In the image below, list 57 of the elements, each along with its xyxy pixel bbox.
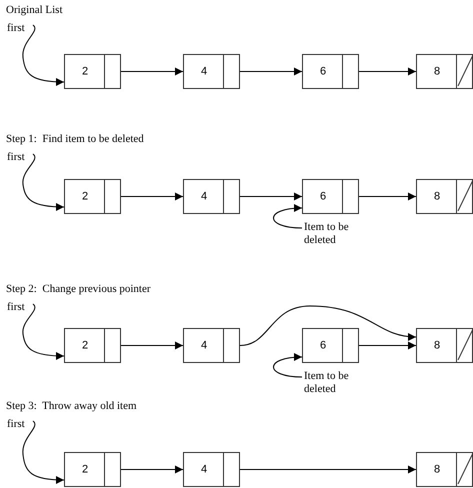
arrow xyxy=(120,192,184,200)
arrow xyxy=(120,466,184,474)
list-node xyxy=(302,328,359,363)
list-node xyxy=(183,54,240,89)
list-node xyxy=(183,328,240,363)
arrow xyxy=(120,342,184,350)
curved-arrow xyxy=(22,154,64,211)
list-node xyxy=(64,452,121,487)
arrow xyxy=(240,466,416,474)
step-heading: Step 2: Change previous pointer xyxy=(6,283,151,296)
node-value: 6 xyxy=(318,65,328,78)
node-value: 8 xyxy=(432,339,442,352)
node-value: 2 xyxy=(80,339,90,352)
arrow xyxy=(240,192,302,200)
arrow xyxy=(120,68,184,76)
pointer-label: first xyxy=(7,301,31,314)
list-node xyxy=(302,179,359,214)
list-node xyxy=(183,179,240,214)
list-node xyxy=(64,179,121,214)
callout-text: Item to be deleted xyxy=(304,370,368,396)
list-node xyxy=(183,452,240,487)
node-value: 4 xyxy=(200,65,208,78)
node-value: 8 xyxy=(432,463,442,476)
step-heading: Original List xyxy=(6,4,63,17)
list-node xyxy=(302,54,359,89)
node-value: 6 xyxy=(318,190,328,203)
list-node xyxy=(64,328,121,363)
curved-arrow xyxy=(22,24,64,86)
list-node xyxy=(416,179,473,214)
node-value: 4 xyxy=(200,463,208,476)
list-node xyxy=(416,452,473,487)
node-value: 6 xyxy=(318,339,328,352)
node-value: 8 xyxy=(432,65,442,78)
node-value: 2 xyxy=(80,65,90,78)
step-heading: Step 3: Throw away old item xyxy=(6,400,137,413)
curved-arrow xyxy=(22,420,64,484)
curved-arrow xyxy=(273,204,302,228)
arrow xyxy=(358,192,416,200)
pointer-label: first xyxy=(7,151,31,164)
arrow xyxy=(358,342,416,350)
list-node xyxy=(416,54,473,89)
pointer-label: first xyxy=(7,22,31,35)
list-node xyxy=(64,54,121,89)
pointer-label: first xyxy=(7,418,31,431)
curved-arrow xyxy=(273,353,302,378)
arrow xyxy=(240,68,302,76)
node-value: 4 xyxy=(200,339,208,352)
callout-text: Item to be deleted xyxy=(304,221,368,247)
curved-arrow xyxy=(22,304,64,360)
curved-arrow xyxy=(240,306,416,346)
node-value: 4 xyxy=(200,190,208,203)
node-value: 8 xyxy=(432,190,442,203)
node-value: 2 xyxy=(80,463,90,476)
step-heading: Step 1: Find item to be deleted xyxy=(6,133,144,146)
arrow xyxy=(358,68,416,76)
node-value: 2 xyxy=(80,190,90,203)
list-node xyxy=(416,328,473,363)
